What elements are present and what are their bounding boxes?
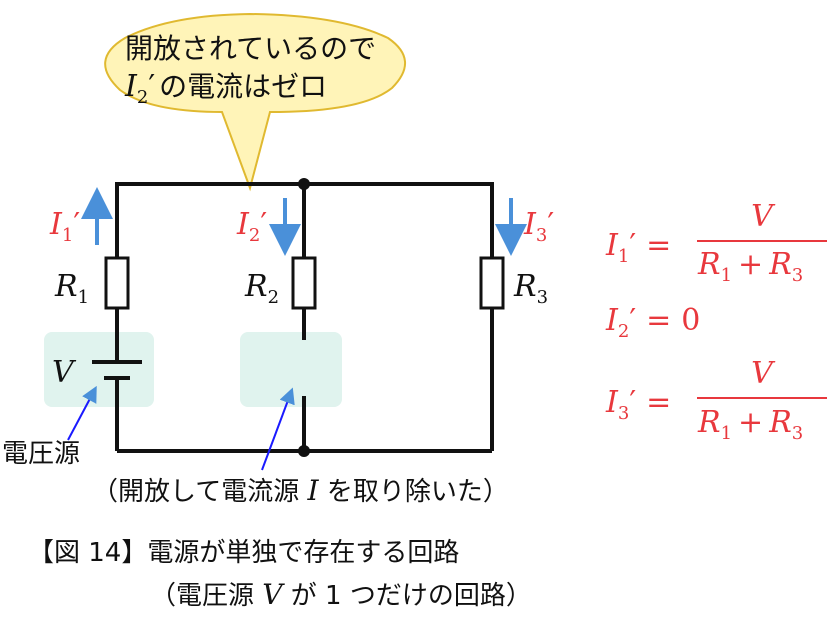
equation-i2: I2′=0: [605, 303, 700, 342]
callout-line2: I2′の電流はゼロ: [124, 69, 327, 108]
circuit-wires: [115, 182, 494, 453]
label-r3: R3: [513, 269, 548, 308]
label-i3: I3′: [523, 207, 554, 246]
svg-text:I1′=: I1′=: [605, 228, 671, 267]
removed-source-note: （開放して電流源 I を取り除いた）: [92, 474, 509, 507]
junction-top: [298, 178, 310, 190]
svg-text:V: V: [751, 356, 776, 391]
label-i1: I1′: [49, 207, 80, 246]
equation-i3: I3′= V R1+R3: [605, 356, 827, 444]
svg-text:I2′=0: I2′=0: [605, 303, 700, 342]
removed-source-highlight: [240, 332, 342, 407]
resistor-r2: [291, 256, 317, 310]
resistor-r3: [479, 256, 505, 310]
equation-i1: I1′= V R1+R3: [605, 199, 827, 286]
junction-bottom: [298, 445, 310, 457]
label-r2: R2: [244, 269, 279, 308]
caption-line1: 【図 14】電源が単独で存在する回路: [28, 538, 459, 568]
svg-text:R1+R3: R1+R3: [697, 247, 803, 286]
removed-source-pointer: [261, 387, 295, 471]
svg-text:I3′=: I3′=: [605, 385, 671, 424]
label-i2: I2′: [236, 207, 267, 246]
voltage-source-pointer: [67, 385, 97, 441]
svg-text:V: V: [751, 199, 776, 234]
label-v: V: [52, 355, 77, 390]
svg-text:R1+R3: R1+R3: [697, 405, 803, 444]
voltage-source-label: 電圧源: [2, 439, 80, 469]
callout-bubble: [104, 12, 407, 192]
callout-line1: 開放されているので: [125, 32, 376, 65]
label-r1: R1: [54, 269, 89, 308]
voltage-source-highlight: [44, 332, 154, 407]
resistor-r1: [104, 256, 130, 310]
caption-line2: （電圧源 V が 1 つだけの回路）: [150, 578, 532, 611]
